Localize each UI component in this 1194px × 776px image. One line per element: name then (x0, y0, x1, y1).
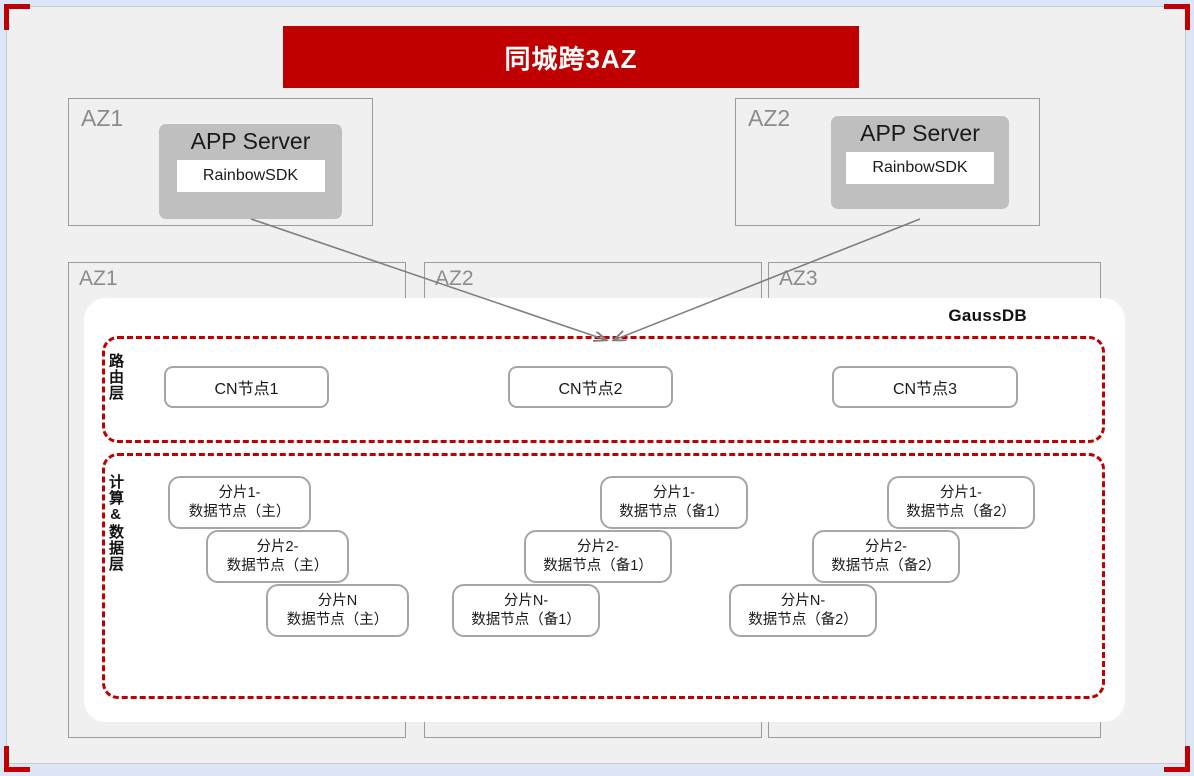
shard-line2: 数据节点（备1） (471, 611, 581, 628)
shard-line2: 数据节点（主） (286, 611, 389, 628)
shard-line1: 分片1- (653, 485, 695, 502)
data-layer-label: 计算&数据层 (107, 474, 124, 572)
rainbow-sdk-az1: RainbowSDK (176, 160, 325, 192)
shard-line1: 分片2- (256, 539, 299, 556)
app-zone-az1-label: AZ1 (81, 105, 124, 131)
db-zone-az2-label: AZ2 (435, 267, 474, 290)
routing-layer-label: 路由层 (107, 353, 124, 401)
shard-node-standby2-2[interactable]: 分片2- 数据节点（备2） (812, 530, 960, 583)
cn-node-1[interactable]: CN节点1 (164, 366, 329, 408)
data-layer-frame (102, 453, 1105, 699)
shard-line2: 数据节点（备1） (619, 503, 729, 520)
shard-line2: 数据节点（备2） (831, 557, 941, 574)
shard-node-standby1-n[interactable]: 分片N- 数据节点（备1） (452, 584, 600, 637)
app-zone-az2-label: AZ2 (748, 105, 791, 131)
corner-bracket-top-right (1164, 4, 1190, 30)
app-server-az2: APP Server RainbowSDK (831, 116, 1009, 209)
shard-line1: 分片1- (940, 485, 982, 502)
shard-line1: 分片1- (218, 485, 261, 502)
shard-line1: 分片2- (577, 539, 619, 556)
shard-node-primary-1[interactable]: 分片1- 数据节点（主） (168, 476, 311, 529)
shard-node-standby2-1[interactable]: 分片1- 数据节点（备2） (887, 476, 1035, 529)
cn-node-3[interactable]: CN节点3 (832, 366, 1018, 408)
corner-bracket-bottom-right (1164, 746, 1190, 772)
shard-line2: 数据节点（备1） (543, 557, 653, 574)
shard-node-standby2-n[interactable]: 分片N- 数据节点（备2） (729, 584, 877, 637)
shard-node-standby1-1[interactable]: 分片1- 数据节点（备1） (600, 476, 748, 529)
db-zone-az3-label: AZ3 (779, 267, 818, 290)
diagram-title-banner: 同城跨3AZ (283, 26, 859, 88)
db-zone-az1-label: AZ1 (79, 267, 118, 290)
shard-line1: 分片N- (780, 593, 826, 610)
shard-node-primary-2[interactable]: 分片2- 数据节点（主） (206, 530, 349, 583)
corner-bracket-top-left (4, 4, 30, 30)
shard-line2: 数据节点（主） (188, 503, 291, 520)
shard-line2: 数据节点（备2） (748, 611, 858, 628)
shard-line1: 分片2- (865, 539, 907, 556)
shard-line2: 数据节点（主） (226, 557, 329, 574)
app-server-az2-title: APP Server (860, 120, 980, 146)
shard-node-standby1-2[interactable]: 分片2- 数据节点（备1） (524, 530, 672, 583)
app-zone-az2: AZ2 APP Server RainbowSDK (735, 98, 1040, 226)
shard-line1: 分片N (317, 593, 358, 610)
app-server-az1-title: APP Server (190, 128, 311, 154)
cn-node-2[interactable]: CN节点2 (508, 366, 673, 408)
app-zone-az1: AZ1 APP Server RainbowSDK (68, 98, 373, 226)
gaussdb-label: GaussDB (948, 306, 1027, 325)
shard-node-primary-n[interactable]: 分片N 数据节点（主） (266, 584, 409, 637)
shard-line2: 数据节点（备2） (906, 503, 1016, 520)
shard-line1: 分片N- (503, 593, 549, 610)
corner-bracket-bottom-left (4, 746, 30, 772)
gaussdb-panel: GaussDB 路由层 CN节点1 CN节点2 CN节点3 计算&数据层 分片1… (84, 298, 1125, 722)
rainbow-sdk-az2: RainbowSDK (846, 152, 994, 184)
app-server-az1: APP Server RainbowSDK (159, 124, 342, 219)
